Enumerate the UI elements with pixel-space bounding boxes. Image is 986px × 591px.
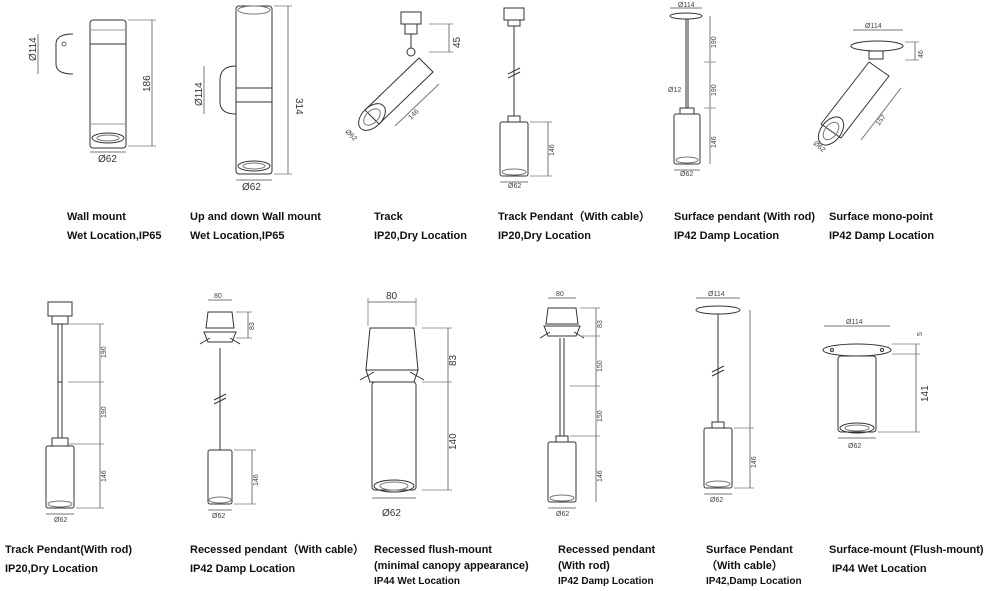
caption-wall-mount: Wall mount Wet Location,IP65 — [67, 208, 162, 246]
recessed-flush-mount-drawing: 80 83 140 Ø62 — [356, 290, 476, 522]
dim-r2: 150 — [597, 410, 604, 422]
surface-mono-point-drawing: Ø114 46 157 Ø62 — [805, 20, 925, 160]
dim-d2: Ø62 — [242, 182, 261, 193]
caption-recessed-pendant-cable: Recessed pendant（With cable） IP42 Damp L… — [190, 541, 364, 579]
caption-surface-pendant-rod: Surface pendant (With rod) IP42 Damp Loc… — [674, 208, 815, 246]
track-drawing: 45 146 Ø62 — [335, 10, 465, 150]
product-spec: IP42 Damp Location — [674, 230, 780, 242]
product-name: Surface pendant (With rod) — [674, 211, 816, 223]
dim-r1: 190 — [711, 36, 718, 48]
track-pendant-cable-drawing: 146 Ø62 — [490, 4, 560, 190]
product-spec: IP42 Damp Location — [829, 230, 935, 242]
dim-r2: 190 — [101, 406, 108, 418]
product-name: Wall mount — [67, 211, 126, 223]
product-name: Recessed pendant — [558, 544, 656, 556]
dim-d2: Ø62 — [848, 443, 861, 450]
dim-h: 146 — [711, 136, 718, 148]
dim-h: 140 — [448, 433, 459, 450]
caption-track-pendant-cable: Track Pendant（With cable） IP20,Dry Locat… — [498, 208, 650, 246]
surface-pendant-cable-drawing: Ø114 146 Ø62 — [690, 288, 770, 508]
product-spec-2: （With cable） — [706, 560, 783, 572]
product-spec: Wet Location,IP65 — [67, 230, 162, 242]
dim-d2: Ø62 — [812, 140, 827, 154]
caption-recessed-flush-mount: Recessed flush-mount (minimal canopy app… — [374, 542, 529, 590]
dim-a: 83 — [597, 320, 604, 328]
recessed-pendant-rod-drawing: 80 83 150 150 146 Ø62 — [540, 288, 620, 524]
caption-surface-flush-mount: Surface-mount (Flush-mount) IP44 Wet Loc… — [829, 541, 984, 579]
dim-w: 80 — [556, 291, 564, 298]
dim-h: 146 — [597, 470, 604, 482]
dim-a: 46 — [918, 50, 925, 58]
product-name: Track — [374, 211, 403, 223]
recessed-pendant-cable-drawing: 80 83 146 Ø62 — [196, 292, 276, 522]
caption-surface-mono-point: Surface mono-point IP42 Damp Location — [829, 208, 934, 246]
dim-l: 157 — [875, 114, 888, 128]
caption-up-down-wall-mount: Up and down Wall mount Wet Location,IP65 — [190, 208, 321, 246]
dim-h: 314 — [293, 98, 304, 115]
dim-d1: Ø114 — [194, 82, 205, 106]
dim-d1: Ø114 — [678, 2, 695, 9]
dim-d: Ø62 — [382, 508, 401, 519]
product-spec: IP44 Wet Location — [374, 576, 460, 587]
product-spec: IP20,Dry Location — [498, 230, 591, 242]
product-name: Up and down Wall mount — [190, 211, 321, 223]
caption-track-pendant-rod: Track Pendant(With rod) IP20,Dry Locatio… — [5, 541, 132, 579]
dim-d3: Ø12 — [668, 87, 681, 94]
product-name: Surface-mount (Flush-mount) — [829, 544, 984, 556]
product-name: Surface mono-point — [829, 211, 933, 223]
dim-d1: Ø114 — [846, 319, 863, 326]
dim-d: Ø62 — [556, 511, 569, 518]
dim-d: Ø62 — [212, 513, 225, 520]
track-pendant-rod-drawing: 190 190 146 Ø62 — [38, 298, 118, 530]
dim-h: 146 — [751, 456, 758, 468]
product-spec-2: (minimal canopy appearance) — [374, 560, 529, 572]
surface-pendant-rod-drawing: Ø114 190 Ø12 190 146 Ø62 — [660, 2, 730, 180]
product-spec: IP20,Dry Location — [5, 563, 98, 575]
dim-r2: 190 — [711, 84, 718, 96]
dim-a: 5 — [917, 332, 924, 336]
dim-d1: Ø114 — [708, 291, 725, 298]
dim-w: 80 — [214, 293, 222, 300]
caption-track: Track IP20,Dry Location — [374, 208, 467, 246]
product-spec-2: (With rod) — [558, 560, 610, 572]
caption-surface-pendant-cable: Surface Pendant （With cable） IP42,Damp L… — [706, 542, 802, 590]
product-name: Recessed pendant（With cable） — [190, 544, 365, 556]
dim-w: 80 — [386, 291, 398, 302]
product-spec: Wet Location,IP65 — [190, 230, 285, 242]
dim-h: 146 — [253, 474, 260, 486]
dim-d2: Ø62 — [98, 154, 117, 165]
product-spec: IP42,Damp Location — [706, 576, 802, 587]
wall-mount-drawing: Ø114 186 Ø62 — [28, 6, 168, 166]
dim-r1: 150 — [597, 360, 604, 372]
product-name: Track Pendant(With rod) — [5, 544, 133, 556]
dim-d1: Ø114 — [865, 23, 882, 30]
product-name: Surface Pendant — [706, 544, 793, 556]
dim-a: 83 — [448, 354, 459, 366]
dim-d: Ø62 — [54, 517, 67, 524]
dim-h: 141 — [920, 385, 931, 402]
dim-a: 45 — [452, 36, 463, 48]
dim-l: 146 — [407, 108, 420, 121]
product-spec: IP42 Damp Location — [558, 576, 654, 587]
dim-d2: Ø62 — [680, 171, 693, 178]
dim-d: Ø62 — [508, 183, 521, 190]
product-name: Recessed flush-mount — [374, 544, 492, 556]
dim-d: Ø62 — [344, 128, 358, 142]
product-spec: IP20,Dry Location — [374, 230, 467, 242]
product-spec: IP42 Damp Location — [190, 563, 296, 575]
dim-a: 83 — [249, 322, 256, 330]
dim-d2: Ø62 — [710, 497, 723, 504]
dim-r1: 190 — [101, 346, 108, 358]
caption-recessed-pendant-rod: Recessed pendant (With rod) IP42 Damp Lo… — [558, 542, 655, 590]
dim-h: 146 — [549, 144, 556, 156]
surface-flush-mount-drawing: Ø114 5 141 Ø62 — [812, 312, 942, 454]
dim-d1: Ø114 — [28, 37, 39, 61]
up-down-wall-mount-drawing: Ø114 314 Ø62 — [180, 2, 304, 193]
dim-h: 186 — [142, 75, 153, 92]
product-spec: IP44 Wet Location — [832, 563, 927, 575]
product-name: Track Pendant（With cable） — [498, 211, 651, 223]
dim-h: 146 — [101, 470, 108, 482]
